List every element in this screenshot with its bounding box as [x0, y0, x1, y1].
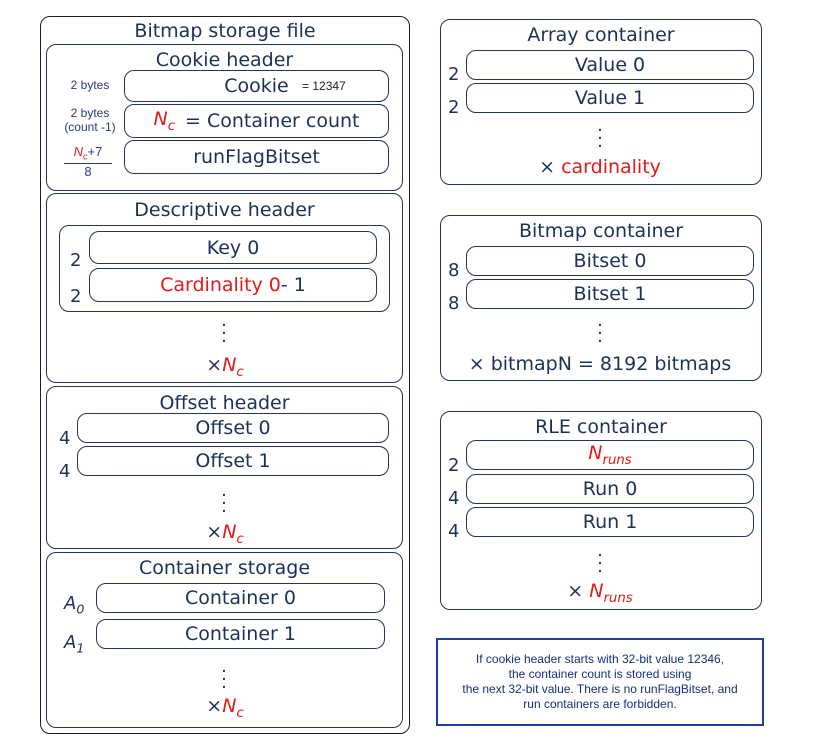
- container-storage-ellipsis: ···: [221, 661, 227, 698]
- note-line-3: the next 32-bit value. There is no runFl…: [462, 682, 738, 696]
- descriptive-ellipsis: ···: [221, 315, 227, 352]
- offset-header-panel: [46, 386, 403, 549]
- key0-field: Key 0: [89, 231, 377, 264]
- nruns-size-label: 2: [448, 455, 460, 476]
- cookie-note-box: If cookie header starts with 32-bit valu…: [436, 638, 764, 726]
- cardinality-size-label: 2: [70, 286, 82, 307]
- array-container-title: Array container: [527, 24, 675, 46]
- array-container-panel: [440, 19, 762, 185]
- bitset0-field: Bitset 0: [466, 246, 754, 276]
- bitmap-storage-file-title: Bitmap storage file: [134, 20, 316, 42]
- runflagbitset-label: runFlagBitset: [193, 146, 320, 168]
- key-size-label: 2: [70, 250, 82, 271]
- cookie-field-label: Cookie: [224, 75, 289, 97]
- offset-header-title: Offset header: [159, 392, 290, 414]
- offset0-size-label: 4: [59, 428, 71, 449]
- run0-field: Run 0: [466, 474, 754, 504]
- run1-size-label: 4: [448, 521, 460, 542]
- cardinality-minus-one: - 1: [280, 274, 306, 296]
- note-line-2: the container count is stored using: [508, 667, 692, 681]
- rle-multiplier: × Nruns: [567, 580, 633, 606]
- bitset1-size-label: 8: [448, 293, 460, 314]
- descriptive-header-panel: [46, 193, 403, 383]
- cookie-value-note: = 12347: [302, 79, 346, 93]
- bitmap-container-title: Bitmap container: [518, 220, 684, 242]
- container-storage-panel: [46, 552, 403, 728]
- runflagbitset-field: runFlagBitset: [124, 140, 389, 174]
- cardinality0-label: Cardinality 0: [160, 274, 281, 296]
- container1-size-label: A1: [64, 632, 85, 656]
- count-size-note: (count -1): [64, 120, 116, 134]
- array-multiplier: × cardinality: [539, 156, 661, 178]
- run1-field: Run 1: [466, 507, 754, 537]
- nruns-field: Nruns: [466, 440, 754, 470]
- rle-container-title: RLE container: [535, 416, 667, 438]
- offset0-field: Offset 0: [77, 413, 389, 443]
- cookie-header-panel: [46, 44, 403, 191]
- descriptive-multiplier: ×Nc: [206, 354, 244, 380]
- value1-field: Value 1: [466, 83, 754, 113]
- bitmap-container-panel: [440, 215, 762, 381]
- nc-symbol: Nc: [153, 108, 176, 134]
- container0-size-label: A0: [64, 593, 85, 617]
- cookie-size-label: 2 bytes: [70, 78, 110, 92]
- descriptive-inner-panel: [59, 225, 390, 312]
- offset1-size-label: 4: [59, 461, 71, 482]
- bitmap-multiplier: × bitmapN = 8192 bitmaps: [468, 353, 732, 375]
- container1-field: Container 1: [96, 619, 385, 649]
- container-storage-title: Container storage: [138, 557, 311, 579]
- rle-ellipsis: ···: [597, 545, 603, 582]
- run0-size-label: 4: [448, 488, 460, 509]
- note-line-4: run containers are forbidden.: [523, 697, 677, 711]
- container0-field: Container 0: [96, 583, 385, 613]
- offset-multiplier: ×Nc: [206, 521, 244, 547]
- cookie-header-title: Cookie header: [155, 49, 294, 71]
- rle-container-panel: [440, 411, 762, 610]
- container-count-label: = Container count: [185, 110, 360, 132]
- bitmap-ellipsis: ···: [597, 315, 603, 352]
- descriptive-header-title: Descriptive header: [134, 199, 315, 221]
- cookie-field: Cookie: [124, 70, 389, 102]
- note-line-1: If cookie header starts with 32-bit valu…: [475, 652, 725, 666]
- bitset1-field: Bitset 1: [466, 279, 754, 309]
- offset-ellipsis: ···: [221, 485, 227, 522]
- container-count-field: Nc = Container count: [124, 104, 389, 138]
- bitset0-size-label: 8: [448, 260, 460, 281]
- value1-size-label: 2: [448, 97, 460, 118]
- container-storage-multiplier: ×Nc: [206, 695, 244, 721]
- count-size-bytes: 2 bytes: [70, 106, 110, 120]
- cardinality0-field: Cardinality 0 - 1: [89, 268, 377, 302]
- runflag-size-fraction: Nc+7 8: [64, 144, 112, 179]
- offset1-field: Offset 1: [77, 446, 389, 476]
- value0-size-label: 2: [448, 64, 460, 85]
- count-size-label: 2 bytes (count -1): [52, 106, 128, 134]
- array-ellipsis: ···: [597, 120, 603, 157]
- value0-field: Value 0: [466, 50, 754, 80]
- nruns-symbol: Nruns: [588, 442, 632, 468]
- bitmap-storage-file-frame: [40, 16, 410, 734]
